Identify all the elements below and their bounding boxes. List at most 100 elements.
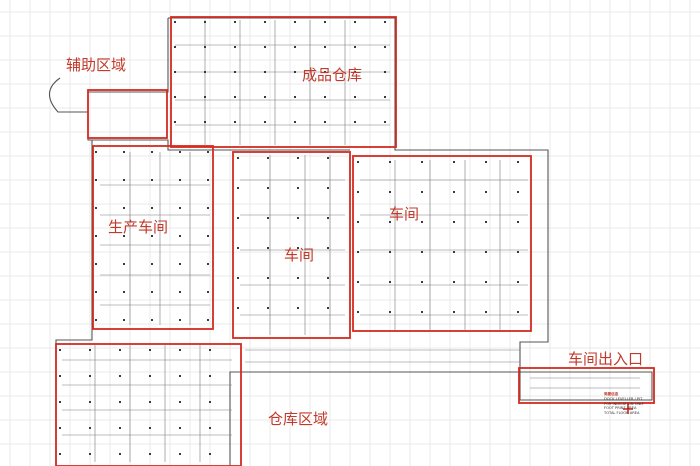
column-mark [485,251,487,253]
zone-outline-entrance [518,367,655,404]
column-mark [267,277,269,279]
column-mark [207,207,209,209]
column-mark [354,71,356,73]
column-mark [151,235,153,237]
column-mark [297,187,299,189]
column-mark [327,307,329,309]
column-mark [421,281,423,283]
column-mark [267,157,269,159]
column-mark [179,453,181,455]
column-mark [237,187,239,189]
column-mark [174,121,176,123]
column-mark [453,311,455,313]
zone-outline-auxiliary [87,89,168,139]
column-mark [485,191,487,193]
column-mark [209,427,211,429]
column-mark [354,96,356,98]
column-mark [327,277,329,279]
column-mark [123,151,125,153]
column-mark [179,291,181,293]
column-mark [119,349,121,351]
column-mark [204,96,206,98]
column-mark [179,235,181,237]
entrance-marker [623,404,633,414]
column-mark [89,453,91,455]
column-mark [237,157,239,159]
column-mark [119,427,121,429]
column-mark [149,349,151,351]
column-mark [179,151,181,153]
column-mark [179,427,181,429]
column-mark [327,187,329,189]
column-mark [149,453,151,455]
column-mark [389,311,391,313]
column-mark [204,46,206,48]
column-mark [151,151,153,153]
column-mark [179,263,181,265]
column-mark [384,46,386,48]
column-mark [59,349,61,351]
column-mark [95,291,97,293]
column-mark [234,96,236,98]
zone-outline-warehouse [55,343,242,466]
column-mark [384,71,386,73]
column-mark [517,191,519,193]
column-mark [123,179,125,181]
column-mark [151,263,153,265]
legend-line: 简要信息 [604,392,619,396]
column-mark [354,21,356,23]
column-mark [297,217,299,219]
column-mark [389,221,391,223]
column-mark [179,207,181,209]
column-mark [207,151,209,153]
column-mark [123,207,125,209]
column-mark [207,319,209,321]
drawing-legend: 简要信息 DOCK LEVELLER / PIT FOR INDICATION … [604,392,698,416]
column-mark [264,121,266,123]
column-mark [59,453,61,455]
column-mark [485,311,487,313]
column-mark [357,251,359,253]
column-mark [357,221,359,223]
zone-label-workshop-right: 车间 [389,205,420,223]
column-mark [267,217,269,219]
column-mark [389,191,391,193]
legend-line: FOR INDICATION ONLY [604,401,644,406]
column-mark [204,21,206,23]
column-mark [151,291,153,293]
column-mark [237,277,239,279]
column-mark [421,251,423,253]
column-mark [204,71,206,73]
column-mark [264,21,266,23]
zone-label-production: 生产车间 [108,218,169,236]
column-mark [324,21,326,23]
column-mark [95,207,97,209]
column-mark [267,307,269,309]
column-mark [327,247,329,249]
column-mark [485,161,487,163]
column-mark [384,121,386,123]
column-mark [123,235,125,237]
column-mark [297,247,299,249]
column-mark [324,96,326,98]
zone-label-auxiliary: 辅助区域 [66,56,127,74]
column-mark [207,263,209,265]
column-mark [267,187,269,189]
column-mark [297,277,299,279]
column-mark [389,281,391,283]
column-mark [517,221,519,223]
column-mark [123,263,125,265]
column-mark [357,161,359,163]
zone-label-warehouse: 仓库区域 [268,410,329,428]
column-mark [264,71,266,73]
column-mark [174,71,176,73]
zone-label-entrance: 车间出入口 [568,350,644,368]
column-mark [95,235,97,237]
zone-outline-workshop-right [352,155,532,332]
column-mark [59,375,61,377]
column-mark [421,161,423,163]
column-mark [179,375,181,377]
building-walls [48,17,653,466]
